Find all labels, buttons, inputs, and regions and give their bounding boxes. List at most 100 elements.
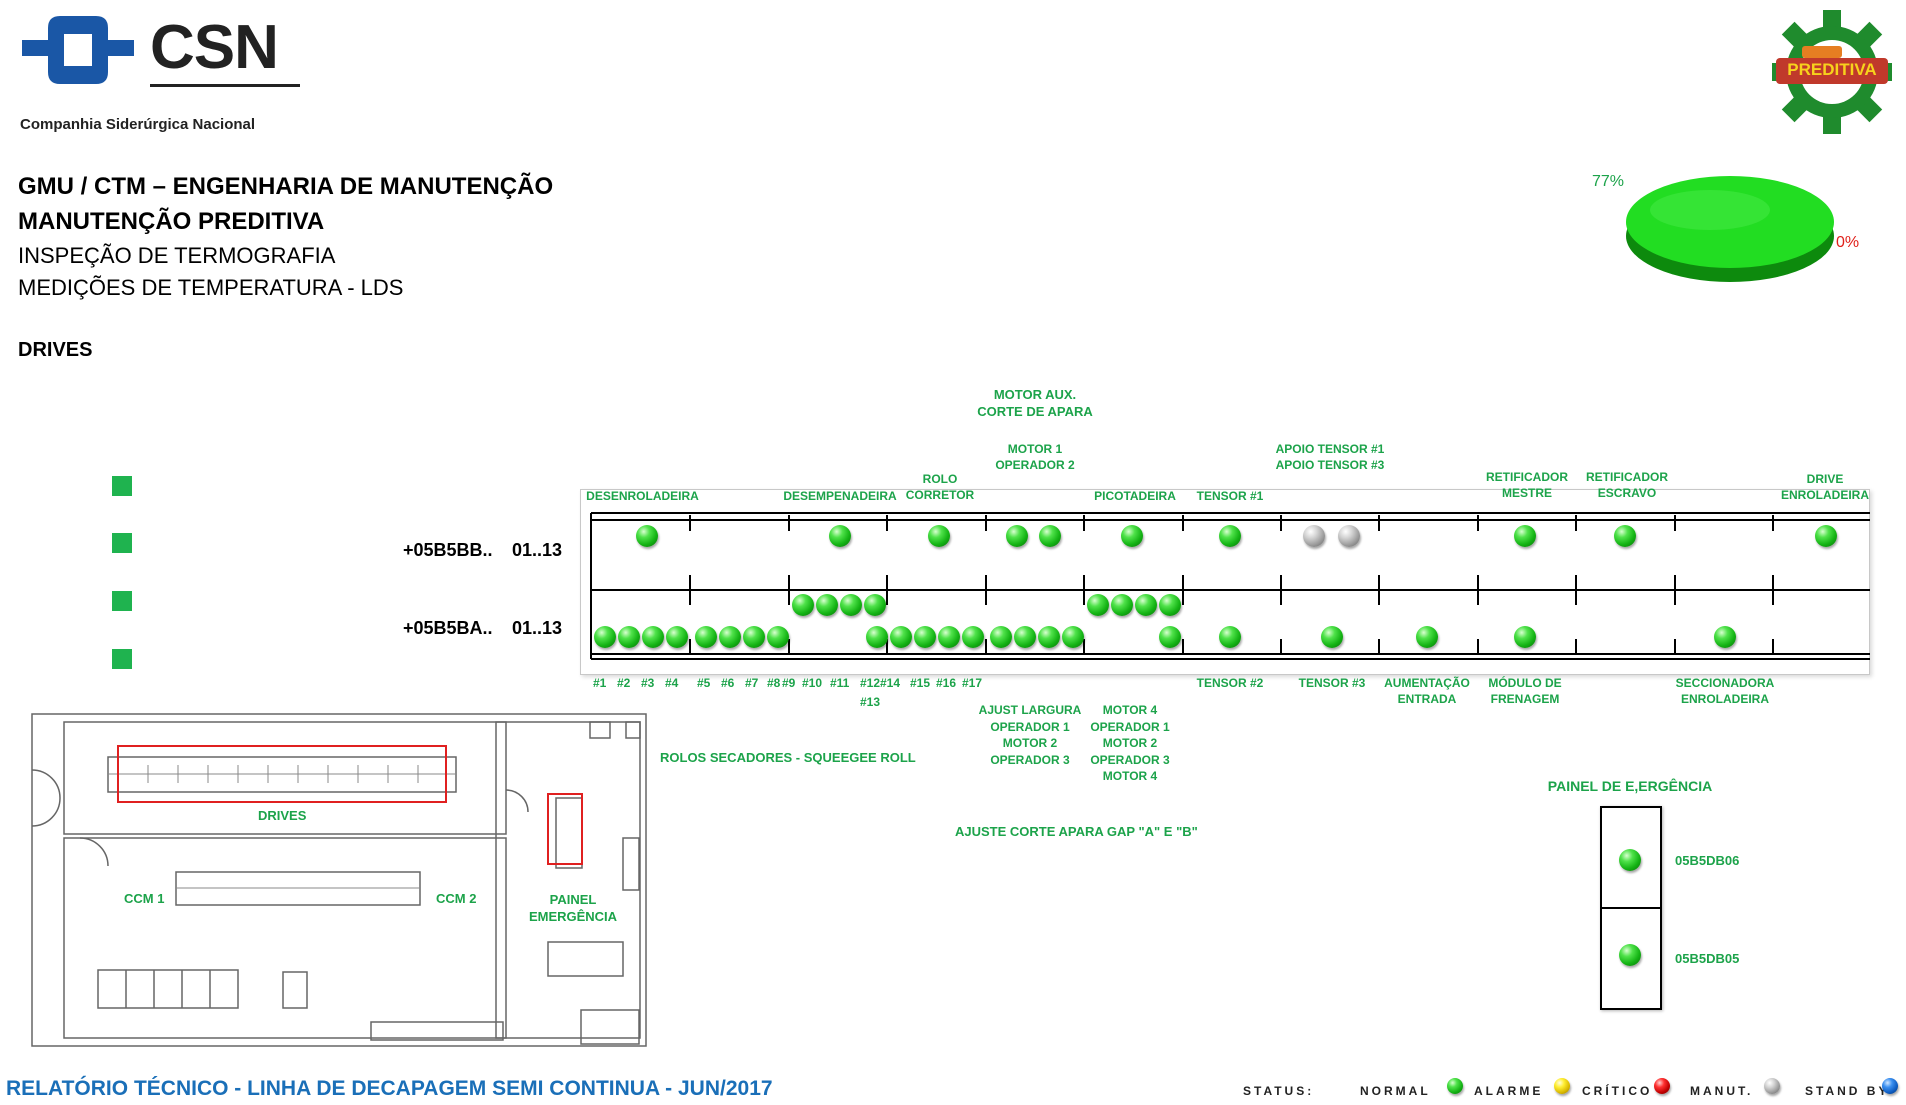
gear-icon — [1770, 10, 1894, 134]
status-ball-normal[interactable] — [1714, 626, 1736, 648]
label-tensor3: TENSOR #3 — [1298, 676, 1366, 690]
header-line-2: MANUTENÇÃO PREDITIVA — [18, 208, 325, 235]
status-ball-normal[interactable] — [928, 525, 950, 547]
status-ball-normal[interactable] — [914, 626, 936, 648]
status-ball-normal[interactable] — [1219, 626, 1241, 648]
status-ball-normal[interactable] — [938, 626, 960, 648]
roll-number: #14 — [880, 676, 901, 690]
status-ball-normal[interactable] — [1038, 626, 1060, 648]
status-ball-normal[interactable] — [1219, 525, 1241, 547]
label-retif-mestre: RETIFICADOR MESTRE — [1486, 470, 1568, 500]
cabinet-lines — [590, 512, 1870, 660]
status-ball-normal[interactable] — [666, 626, 688, 648]
roll-number: #17 — [962, 676, 983, 690]
roll-number: #9 — [782, 676, 796, 690]
legend-square — [112, 476, 132, 496]
status-ball-normal[interactable] — [840, 594, 862, 616]
pie-label-normal: 77% — [1592, 173, 1625, 190]
roll-number-13: #13 — [860, 695, 881, 709]
status-ball-normal[interactable] — [1121, 525, 1143, 547]
roll-number: #4 — [665, 676, 679, 690]
status-ball-normal[interactable] — [618, 626, 640, 648]
status-ball-normal[interactable] — [1039, 525, 1061, 547]
status-ball-normal[interactable] — [719, 626, 741, 648]
csn-logo: CSN — [18, 8, 308, 92]
legend-critico: CRÍTICO — [1582, 1084, 1653, 1098]
label-motor4: MOTOR 4 OPERADOR 1 MOTOR 2 OPERADOR 3 MO… — [1090, 703, 1170, 783]
status-ball-normal[interactable] — [1014, 626, 1036, 648]
label-db05: 05B5DB05 — [1675, 951, 1740, 966]
company-name: Companhia Siderúrgica Nacional — [20, 116, 256, 133]
status-ball-normal[interactable] — [990, 626, 1012, 648]
roll-number: #11 — [830, 676, 850, 690]
header-line-3: INSPEÇÃO DE TERMOGRAFIA — [18, 243, 336, 268]
label-desenroladeira: DESENROLADEIRA — [586, 489, 699, 503]
status-ball-normal[interactable] — [1815, 525, 1837, 547]
status-ball-normal[interactable] — [642, 626, 664, 648]
status-ball-normal[interactable] — [829, 525, 851, 547]
status-ball-normal[interactable] — [695, 626, 717, 648]
status-ball-normal[interactable] — [767, 626, 789, 648]
status-ball-normal[interactable] — [890, 626, 912, 648]
header-line-1: GMU / CTM – ENGENHARIA DE MANUTENÇÃO — [18, 173, 554, 200]
roll-number: #8 — [767, 676, 781, 690]
status-ball-normal[interactable] — [816, 594, 838, 616]
fp-label-painel: PAINEL EMERGÊNCIA — [528, 892, 618, 924]
row-range-ba: 01..13 — [512, 618, 563, 638]
status-ball-normal[interactable] — [792, 594, 814, 616]
status-ball-normal[interactable] — [962, 626, 984, 648]
legend-square — [112, 533, 132, 553]
status-pie-chart — [1600, 160, 1860, 290]
label-picotadeira: PICOTADEIRA — [1094, 489, 1176, 503]
status-ball-normal[interactable] — [1135, 594, 1157, 616]
status-ball-normal[interactable] — [1087, 594, 1109, 616]
logo-text: CSN — [150, 13, 279, 82]
status-ball-normal[interactable] — [1111, 594, 1133, 616]
status-ball-normal[interactable] — [864, 594, 886, 616]
legend-ball-alarme — [1554, 1078, 1570, 1094]
row-label-bb: +05B5BB.. — [403, 540, 493, 560]
fp-label-ccm1: CCM 1 — [124, 891, 165, 906]
legend-standby: STAND BY — [1805, 1084, 1890, 1098]
status-ball-normal[interactable] — [1159, 626, 1181, 648]
status-ball-normal[interactable] — [1321, 626, 1343, 648]
status-ball-manut[interactable] — [1338, 525, 1360, 547]
pie-label-zero: 0% — [1836, 234, 1860, 251]
header-line-4: MEDIÇÕES DE TEMPERATURA - LDS — [18, 275, 404, 300]
status-ball-normal[interactable] — [1619, 944, 1641, 966]
roll-number: #16 — [936, 676, 957, 690]
status-ball-normal[interactable] — [1006, 525, 1028, 547]
legend-square — [112, 649, 132, 669]
roll-number: #6 — [721, 676, 735, 690]
status-ball-normal[interactable] — [1514, 626, 1536, 648]
label-rolos-secadores: ROLOS SECADORES - SQUEEGEE ROLL — [660, 750, 916, 765]
status-ball-normal[interactable] — [1619, 849, 1641, 871]
status-ball-normal[interactable] — [1514, 525, 1536, 547]
status-ball-normal[interactable] — [743, 626, 765, 648]
roll-number: #10 — [802, 676, 823, 690]
status-ball-normal[interactable] — [1416, 626, 1438, 648]
label-motor1: MOTOR 1 OPERADOR 2 — [995, 442, 1075, 472]
row-label-ba: +05B5BA.. — [403, 618, 493, 638]
label-rolo-corretor: ROLO CORRETOR — [905, 472, 975, 502]
legend-ball-standby — [1882, 1078, 1898, 1094]
status-ball-normal[interactable] — [636, 525, 658, 547]
status-ball-normal[interactable] — [1159, 594, 1181, 616]
roll-number: #12 — [860, 676, 881, 690]
badge-text: PREDITIVA — [1787, 60, 1877, 79]
label-apoio: APOIO TENSOR #1 APOIO TENSOR #3 — [1275, 442, 1385, 472]
row-range-bb: 01..13 — [512, 540, 563, 560]
status-ball-normal[interactable] — [1062, 626, 1084, 648]
label-ajust-largura: AJUST LARGURA OPERADOR 1 MOTOR 2 OPERADO… — [978, 703, 1082, 767]
label-tensor1: TENSOR #1 — [1196, 489, 1264, 503]
label-alimentacao: AUMENTAÇÃO ENTRADA — [1384, 676, 1470, 706]
cabinet-frame — [580, 489, 1870, 675]
status-ball-normal[interactable] — [866, 626, 888, 648]
status-ball-normal[interactable] — [1614, 525, 1636, 547]
emergency-panel — [1600, 806, 1662, 1010]
section-title: DRIVES — [18, 339, 93, 361]
footer-report-title: RELATÓRIO TÉCNICO - LINHA DE DECAPAGEM S… — [6, 1077, 773, 1100]
label-tensor2: TENSOR #2 — [1196, 676, 1264, 690]
status-ball-manut[interactable] — [1303, 525, 1325, 547]
status-ball-normal[interactable] — [594, 626, 616, 648]
